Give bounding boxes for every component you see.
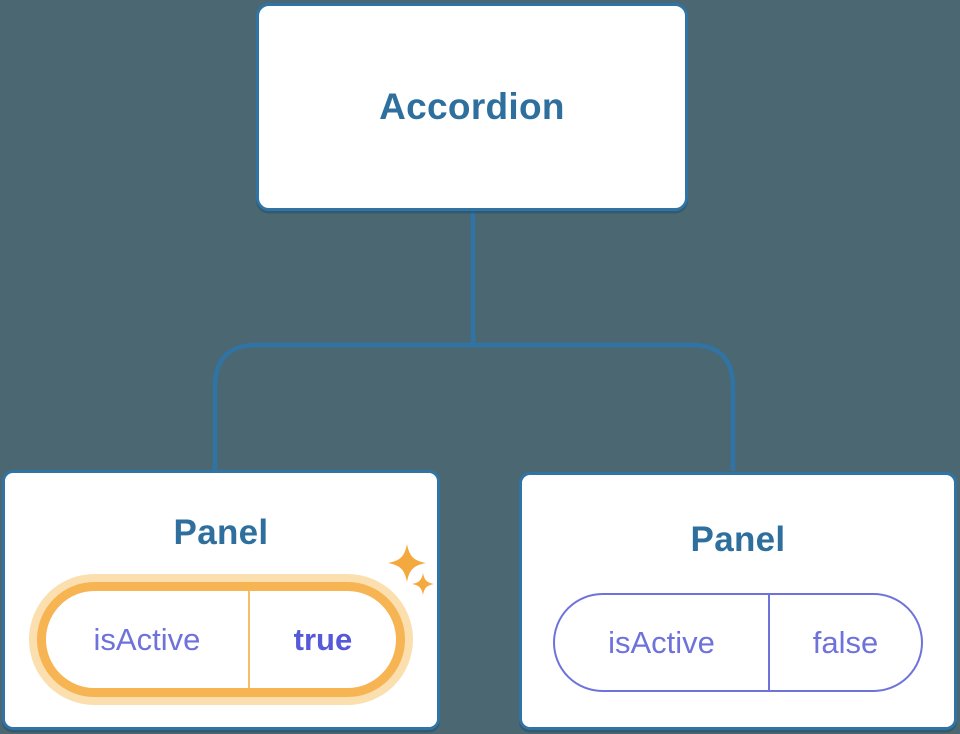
accordion-component-node: Accordion <box>256 3 688 211</box>
connector-branch <box>212 342 736 471</box>
panel-node-inactive: Panel isActive false <box>519 472 957 730</box>
panel-node-active: Panel isActive true <box>2 470 440 730</box>
state-pill-active: isActive true <box>37 582 405 697</box>
state-key-cell: isActive <box>555 595 770 690</box>
accordion-label: Accordion <box>379 86 565 127</box>
state-pill-inactive: isActive false <box>553 593 923 692</box>
panel-title: Panel <box>173 513 269 552</box>
state-key-cell: isActive <box>46 591 250 688</box>
panel-title: Panel <box>690 520 786 559</box>
state-value-cell: false <box>812 624 879 660</box>
state-value-cell: true <box>293 621 353 657</box>
